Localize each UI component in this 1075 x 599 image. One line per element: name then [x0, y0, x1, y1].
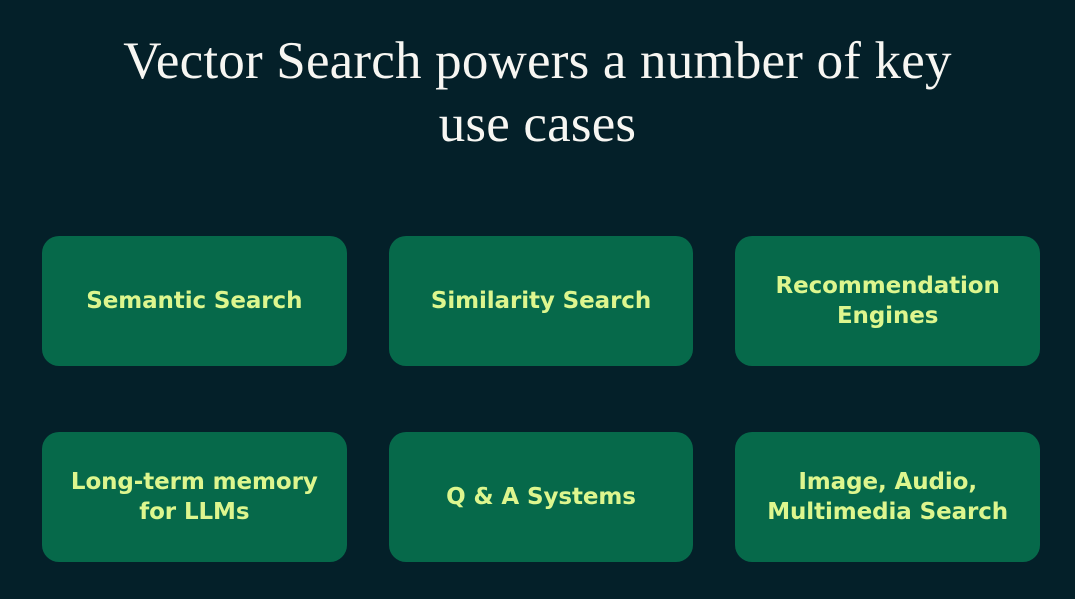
use-case-card-label: Recommendation Engines — [775, 273, 1000, 329]
use-case-card-similarity-search[interactable]: Similarity Search — [388, 236, 694, 366]
page-title: Vector Search powers a number of key use… — [123, 32, 952, 153]
use-case-card-grid: Semantic Search Similarity Search Recomm… — [42, 236, 1040, 562]
title-block: Vector Search powers a number of key use… — [0, 30, 1075, 156]
use-case-card-label: Q & A Systems — [446, 484, 636, 510]
use-case-card-label: Similarity Search — [430, 288, 652, 314]
use-case-card-semantic-search[interactable]: Semantic Search — [42, 236, 347, 366]
use-case-card-q-and-a-systems[interactable]: Q & A Systems — [388, 432, 694, 562]
use-case-card-label: Image, Audio, Multimedia Search — [767, 469, 1009, 525]
use-case-card-label: Long-term memory for LLMs — [70, 469, 318, 525]
use-case-card-image-audio-multimedia-search[interactable]: Image, Audio, Multimedia Search — [735, 432, 1040, 562]
use-case-card-long-term-memory-for-llms[interactable]: Long-term memory for LLMs — [42, 432, 347, 562]
use-case-card-recommendation-engines[interactable]: Recommendation Engines — [735, 236, 1040, 366]
use-case-card-label: Semantic Search — [86, 288, 303, 314]
